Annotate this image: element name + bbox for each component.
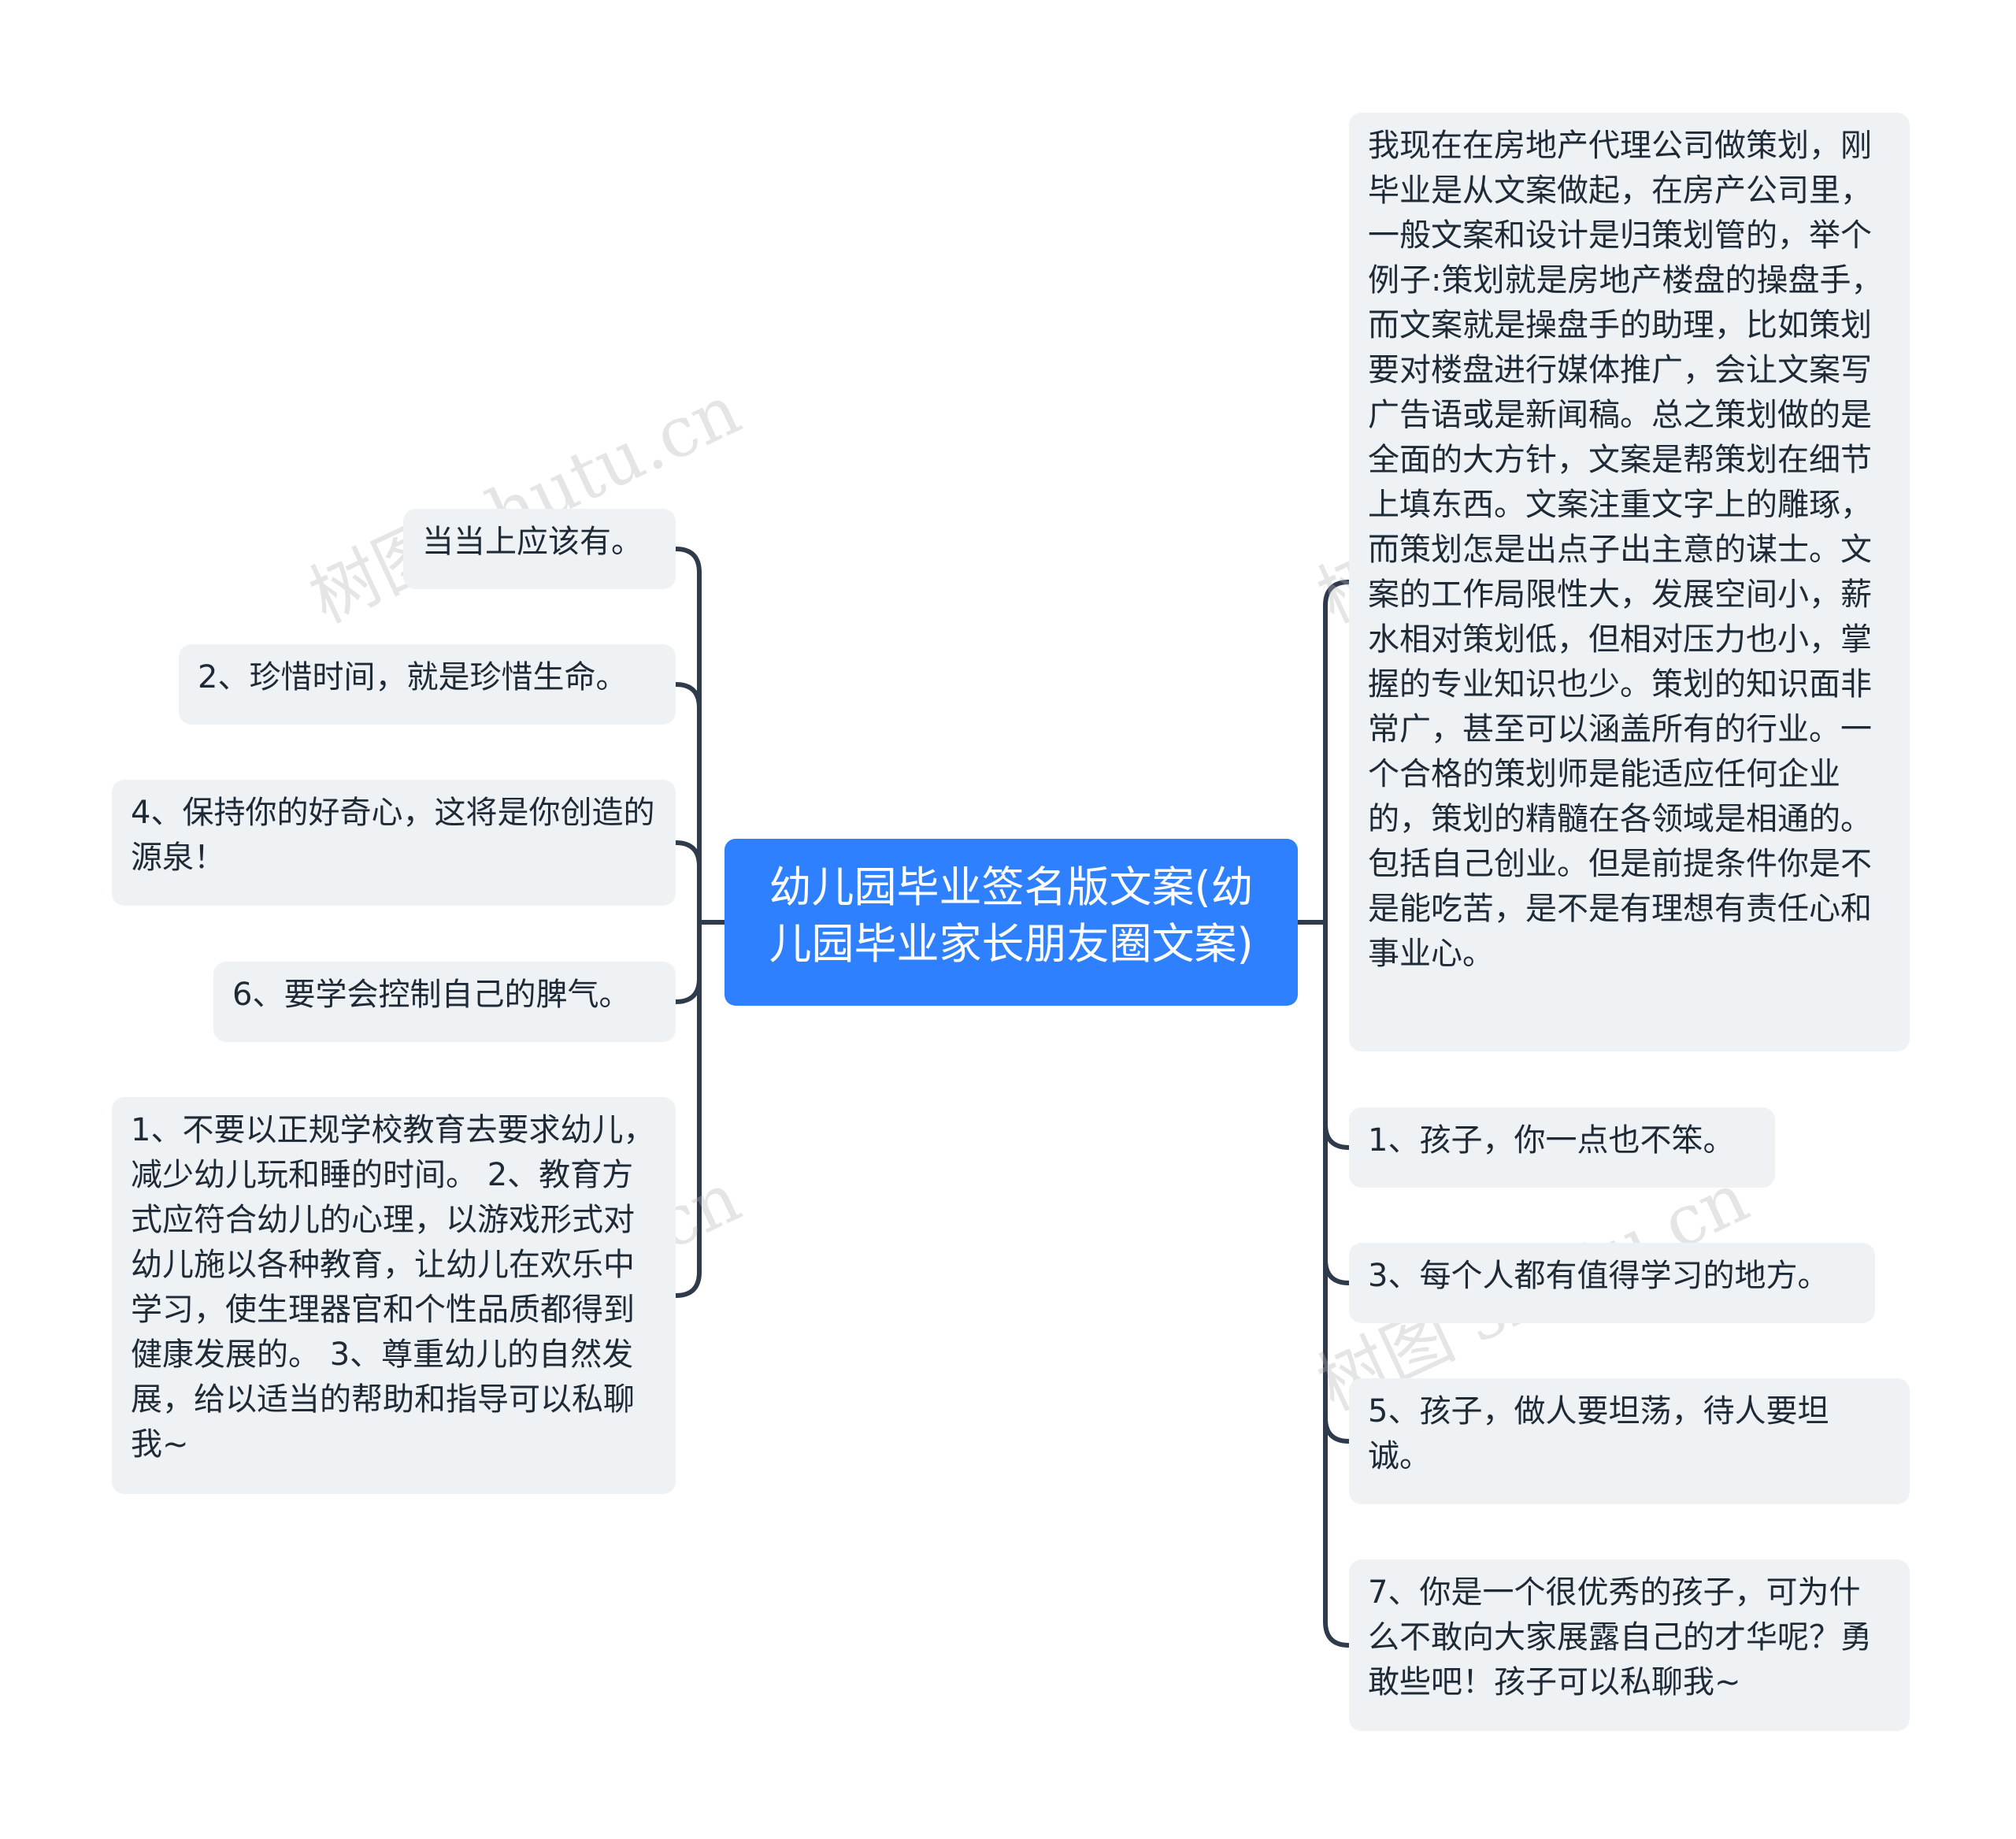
right-node-1-text: 我现在在房地产代理公司做策划，刚毕业是从文案做起，在房产公司里，一般文案和设计是… bbox=[1368, 128, 1883, 972]
left-node-4[interactable]: 6、要学会控制自己的脾气。 bbox=[213, 962, 676, 1042]
connector-left-3 bbox=[673, 840, 702, 869]
left-node-3[interactable]: 4、保持你的好奇心，这将是你创造的源泉！ bbox=[112, 780, 676, 906]
connector-right-2 bbox=[1323, 1122, 1351, 1150]
connector-left-spine bbox=[673, 547, 702, 1298]
left-node-2[interactable]: 2、珍惜时间，就是珍惜生命。 bbox=[179, 644, 676, 725]
right-node-5[interactable]: 7、你是一个很优秀的孩子，可为什么不敢向大家展露自己的才华呢？勇敢些吧！孩子可以… bbox=[1349, 1559, 1910, 1731]
root-node[interactable]: 幼儿园毕业签名版文案(幼儿园毕业家长朋友圈文案) bbox=[724, 839, 1298, 1006]
left-node-5-text: 1、不要以正规学校教育去要求幼儿，减少幼儿玩和睡的时间。 2、教育方式应符合幼儿… bbox=[131, 1112, 655, 1463]
connector-left-4 bbox=[673, 976, 702, 1004]
connector-right-3 bbox=[1323, 1257, 1351, 1285]
watermark: 树图 shutu.cn bbox=[298, 369, 752, 639]
right-node-4-text: 5、孩子，做人要坦荡，待人要坦诚。 bbox=[1368, 1393, 1829, 1474]
left-node-4-text: 6、要学会控制自己的脾气。 bbox=[232, 977, 631, 1013]
left-node-5[interactable]: 1、不要以正规学校教育去要求幼儿，减少幼儿玩和睡的时间。 2、教育方式应符合幼儿… bbox=[112, 1097, 676, 1494]
right-node-2-text: 1、孩子，你一点也不笨。 bbox=[1368, 1122, 1735, 1159]
right-node-1[interactable]: 我现在在房地产代理公司做策划，刚毕业是从文案做起，在房产公司里，一般文案和设计是… bbox=[1349, 113, 1910, 1051]
root-node-label: 幼儿园毕业签名版文案(幼儿园毕业家长朋友圈文案) bbox=[769, 862, 1254, 969]
connector-right-4 bbox=[1323, 1415, 1351, 1444]
right-node-3-text: 3、每个人都有值得学习的地方。 bbox=[1368, 1258, 1829, 1294]
left-node-1[interactable]: 当当上应该有。 bbox=[403, 509, 676, 589]
right-node-5-text: 7、你是一个很优秀的孩子，可为什么不敢向大家展露自己的才华呢？勇敢些吧！孩子可以… bbox=[1368, 1574, 1872, 1700]
right-node-2[interactable]: 1、孩子，你一点也不笨。 bbox=[1349, 1107, 1775, 1188]
connector-right-spine bbox=[1323, 580, 1351, 1648]
left-node-1-text: 当当上应该有。 bbox=[422, 524, 643, 560]
left-node-2-text: 2、珍惜时间，就是珍惜生命。 bbox=[198, 659, 628, 695]
right-node-4[interactable]: 5、孩子，做人要坦荡，待人要坦诚。 bbox=[1349, 1378, 1910, 1504]
left-node-3-text: 4、保持你的好奇心，这将是你创造的源泉！ bbox=[131, 795, 655, 876]
right-node-3[interactable]: 3、每个人都有值得学习的地方。 bbox=[1349, 1243, 1875, 1323]
connector-left-2 bbox=[673, 682, 702, 710]
